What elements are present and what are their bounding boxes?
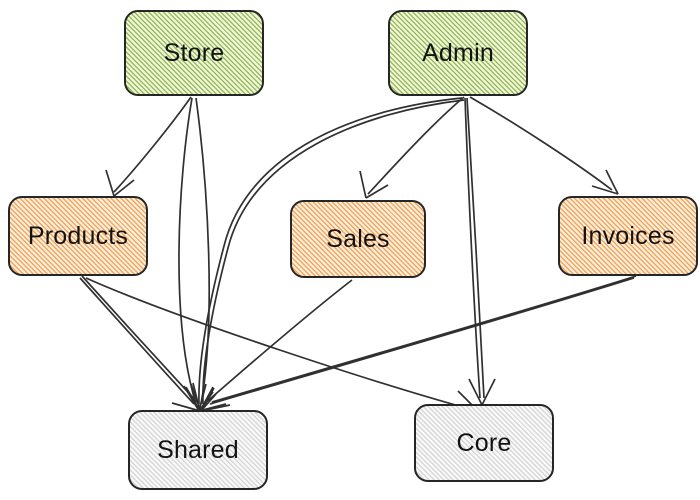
edge-admin-invoices — [469, 96, 619, 195]
edge-store-shared-b — [192, 97, 214, 412]
edge-invoices-shared — [200, 275, 637, 412]
node-label: Invoices — [581, 221, 675, 250]
edge-store-products — [105, 96, 192, 197]
node-label: Core — [456, 428, 512, 457]
node-label: Shared — [157, 435, 239, 464]
node-store[interactable]: Store — [124, 10, 264, 96]
node-products[interactable]: Products — [8, 196, 148, 276]
node-label: Products — [27, 221, 129, 250]
node-shared[interactable]: Shared — [128, 410, 268, 490]
edge-admin-core — [464, 97, 496, 406]
node-invoices[interactable]: Invoices — [558, 196, 698, 276]
node-label: Store — [163, 38, 225, 67]
node-label: Sales — [326, 224, 390, 253]
node-core[interactable]: Core — [414, 404, 554, 482]
edge-sales-shared — [198, 279, 353, 412]
node-sales[interactable]: Sales — [290, 200, 426, 278]
node-admin[interactable]: Admin — [388, 10, 528, 96]
edge-admin-sales — [359, 96, 465, 199]
edge-products-shared — [79, 275, 201, 412]
node-label: Admin — [422, 38, 494, 67]
